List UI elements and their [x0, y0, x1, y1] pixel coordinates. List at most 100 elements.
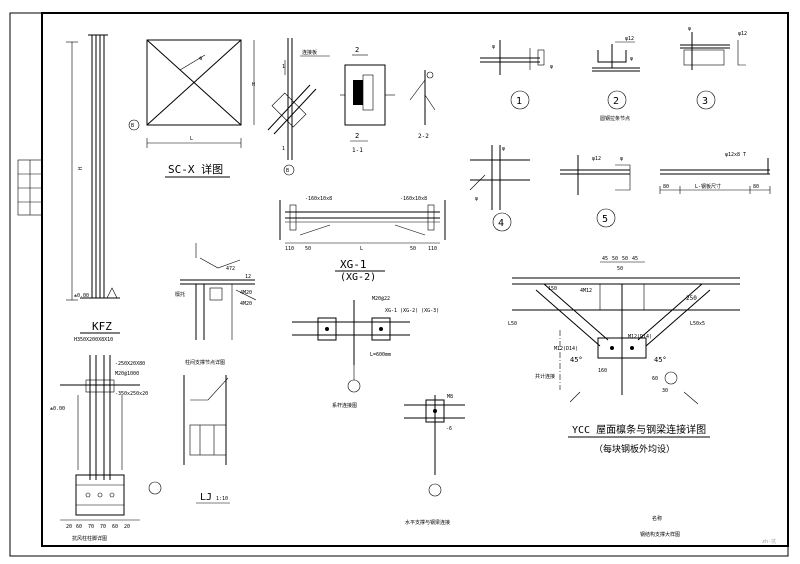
svg-text:L50: L50	[508, 321, 517, 327]
svg-text:2: 2	[613, 96, 619, 107]
kfz-title: KFZ	[92, 320, 112, 333]
svg-text:H: H	[252, 82, 255, 88]
svg-text:50: 50	[622, 256, 628, 262]
node-detail-3: φ12 φ 3	[680, 26, 747, 110]
watermark: zh·坑	[762, 538, 776, 545]
svg-text:L50x5: L50x5	[690, 321, 705, 327]
svg-text:L-钢板尺寸: L-钢板尺寸	[695, 183, 721, 190]
svg-text:水平支撑与钢梁连接: 水平支撑与钢梁连接	[405, 519, 450, 526]
svg-text:φ: φ	[475, 196, 478, 202]
svg-text:45: 45	[632, 256, 638, 262]
svg-text:φ12: φ12	[738, 31, 747, 37]
kfz-base-elev: ±0.00	[74, 293, 89, 299]
svg-text:4M12: 4M12	[580, 288, 592, 294]
svg-text:φ: φ	[502, 146, 505, 152]
svg-text:L=600mm: L=600mm	[370, 352, 391, 358]
svg-text:50: 50	[410, 246, 416, 252]
node-detail-2: φ12 φ 2 圆钢拉条节点	[592, 36, 640, 122]
svg-text:70: 70	[100, 524, 106, 530]
svg-text:2: 2	[355, 132, 359, 140]
svg-text:B: B	[286, 168, 289, 174]
node-detail-5: φ12 φ 5	[560, 155, 631, 228]
svg-text:φ: φ	[688, 26, 691, 32]
svg-text:110: 110	[428, 246, 437, 252]
svg-text:3: 3	[702, 96, 708, 107]
svg-text:φ12: φ12	[592, 156, 601, 162]
svg-text:φ: φ	[630, 56, 633, 62]
svg-text:5: 5	[602, 214, 608, 225]
svg-text:80: 80	[753, 184, 759, 190]
horizontal-brace-detail: M8 -6 水平支撑与钢梁连接	[404, 394, 465, 526]
svg-text:名称: 名称	[652, 515, 662, 522]
scx-bracing-detail: φ L H B SC-X 详图	[128, 39, 255, 178]
svg-text:M12(D14): M12(D14)	[628, 334, 652, 340]
svg-text:20: 20	[124, 524, 130, 530]
node-2-circle	[607, 90, 627, 110]
scx-tag-circle	[128, 119, 140, 131]
svg-text:圆钢拉条节点: 圆钢拉条节点	[600, 115, 630, 122]
svg-text:45°: 45°	[570, 356, 583, 364]
svg-text:φ: φ	[550, 64, 553, 70]
svg-text:B: B	[131, 123, 134, 129]
svg-text:50: 50	[617, 266, 623, 272]
ycc-title: YCC 屋面檩条与钢梁连接详图	[572, 423, 706, 436]
drawing-name: 钢结构支撑大样图	[640, 531, 680, 538]
svg-text:45: 45	[602, 256, 608, 262]
svg-text:70: 70	[88, 524, 94, 530]
node-3-circle	[696, 90, 716, 110]
scx-title: SC-X 详图	[168, 162, 223, 176]
binding-margin-table	[17, 159, 43, 216]
kfz-column-elevation: H ±0.00 KFZ H350X200X8X10	[66, 34, 120, 343]
svg-text:150: 150	[548, 286, 557, 292]
scx-length-dim: L	[190, 136, 193, 142]
svg-text:-160x10x8: -160x10x8	[305, 196, 332, 202]
svg-text:1:10: 1:10	[216, 496, 228, 502]
tie-beam-connection-detail: M20@22 XG-1 (XG-2) (XG-3) L=600mm 系杆连接图	[292, 296, 439, 409]
title-block: 名称 钢结构支撑大样图	[640, 515, 680, 538]
svg-text:φ: φ	[620, 156, 623, 162]
lj-brace-node-detail: 柱间支撑节点详图 LJ 1:10	[183, 359, 230, 504]
svg-text:80: 80	[663, 184, 669, 190]
svg-text:50: 50	[305, 246, 311, 252]
svg-text:45°: 45°	[654, 356, 667, 364]
svg-text:12: 12	[245, 274, 251, 280]
svg-text:M8: M8	[447, 394, 453, 400]
svg-text:20: 20	[66, 524, 72, 530]
kfz-height-dim: H	[78, 167, 84, 170]
svg-text:50: 50	[612, 256, 618, 262]
svg-text:（每块钢板外均设）: （每块钢板外均设）	[594, 443, 675, 455]
svg-text:-6: -6	[446, 426, 452, 432]
svg-text:1: 1	[282, 64, 285, 70]
tie-bar-detail: 80 L-钢板尺寸 80 φ12x8 T	[659, 152, 771, 194]
svg-text:系杆连接图: 系杆连接图	[332, 402, 357, 409]
svg-text:±0.00: ±0.00	[50, 406, 65, 412]
svg-text:4M20: 4M20	[240, 301, 252, 307]
svg-text:110: 110	[285, 246, 294, 252]
ycc-purlin-beam-detail: 45 50 50 45 50 250 4M12 150 M12(D14) 160…	[508, 256, 740, 455]
svg-text:L: L	[360, 246, 363, 252]
svg-text:φ12x8 T: φ12x8 T	[725, 152, 746, 158]
brace-connection-detail: 连接板 1 1 B 2 2 1-1 2-2	[267, 38, 436, 176]
svg-text:4: 4	[498, 218, 504, 229]
svg-text:柱间支撑节点详图: 柱间支撑节点详图	[185, 359, 225, 366]
xg1-tie-beam-detail: 110 50 L 50 110 -160x10x8 -160x10x8 XG-1…	[279, 196, 446, 283]
svg-text:M20@22: M20@22	[372, 296, 390, 302]
svg-text:M12(D14): M12(D14)	[554, 346, 578, 352]
svg-text:M20@1000: M20@1000	[115, 371, 139, 377]
svg-text:60: 60	[76, 524, 82, 530]
svg-text:60: 60	[112, 524, 118, 530]
svg-text:472: 472	[226, 266, 235, 272]
section-1-1-label: 1-1	[352, 147, 363, 154]
svg-text:250: 250	[686, 295, 697, 302]
svg-text:φ12: φ12	[625, 36, 634, 42]
column-base-caption: 抗风柱柱脚详图	[72, 535, 107, 542]
kfz-spec: H350X200X8X10	[74, 337, 113, 343]
lj-title: LJ	[200, 492, 212, 503]
node-detail-4: φ φ 4	[469, 145, 530, 232]
svg-text:1: 1	[516, 96, 522, 107]
svg-text:-250X20X80: -250X20X80	[115, 361, 145, 367]
svg-text:φ: φ	[492, 44, 495, 50]
svg-text:φ: φ	[198, 55, 204, 62]
svg-text:共计连接: 共计连接	[535, 373, 555, 380]
